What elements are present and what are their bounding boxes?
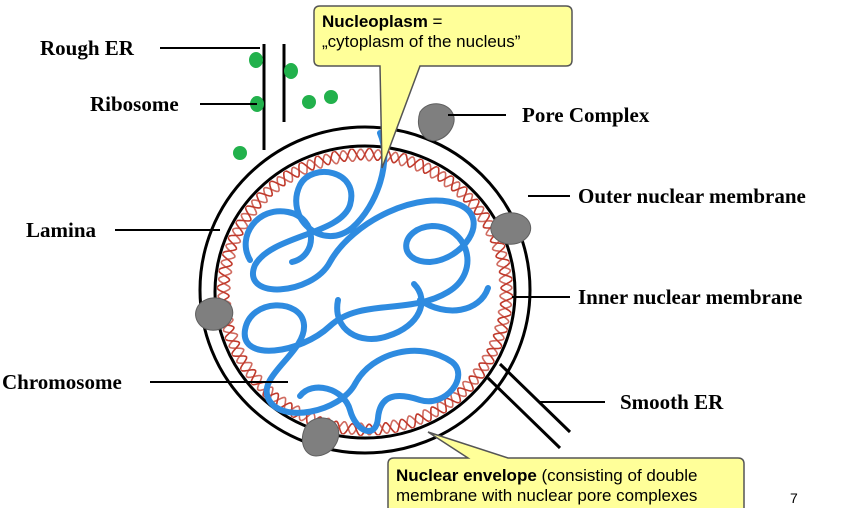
ribosomes [233,52,338,160]
label-pore-complex: Pore Complex [522,103,650,127]
nucleoplasm-callout-line1: Nucleoplasm = [322,12,520,32]
envelope-callout-text: Nuclear envelope (consisting of double m… [396,466,697,506]
leader-lines [115,47,605,403]
label-outer-nuclear-membrane: Outer nuclear membrane [578,184,806,208]
label-lamina: Lamina [26,218,97,242]
label-rough-er: Rough ER [40,36,134,60]
envelope-desc-2: membrane with nuclear pore complexes [396,486,698,505]
envelope-callout-bubble [387,431,745,508]
lamina-network [217,148,513,436]
nucleoplasm-definition: „cytoplasm of the nucleus” [322,32,521,51]
nucleoplasm-equals: = [427,12,443,31]
label-chromosome: Chromosome [2,370,122,394]
envelope-desc-1: (consisting of double [536,466,698,485]
page-number: 7 [790,490,798,506]
nucleoplasm-term: Nucleoplasm [322,12,428,31]
chromosome-strand-2 [242,208,491,342]
pore-complexes [195,103,532,457]
label-smooth-er: Smooth ER [620,390,724,414]
nucleoplasm-callout-bubble [313,5,573,169]
envelope-term: Nuclear envelope [396,466,537,485]
smooth-er-tubes [486,362,572,450]
envelope-callout-line1: Nuclear envelope (consisting of double [396,466,697,486]
label-inner-nuclear-membrane: Inner nuclear membrane [578,285,803,309]
label-ribosome: Ribosome [90,92,179,116]
nucleoplasm-callout-text: Nucleoplasm = „cytoplasm of the nucleus” [322,12,520,52]
chromosome-strand [241,130,477,434]
inner-nuclear-membrane [213,144,517,440]
rough-er-tubes [262,44,286,150]
